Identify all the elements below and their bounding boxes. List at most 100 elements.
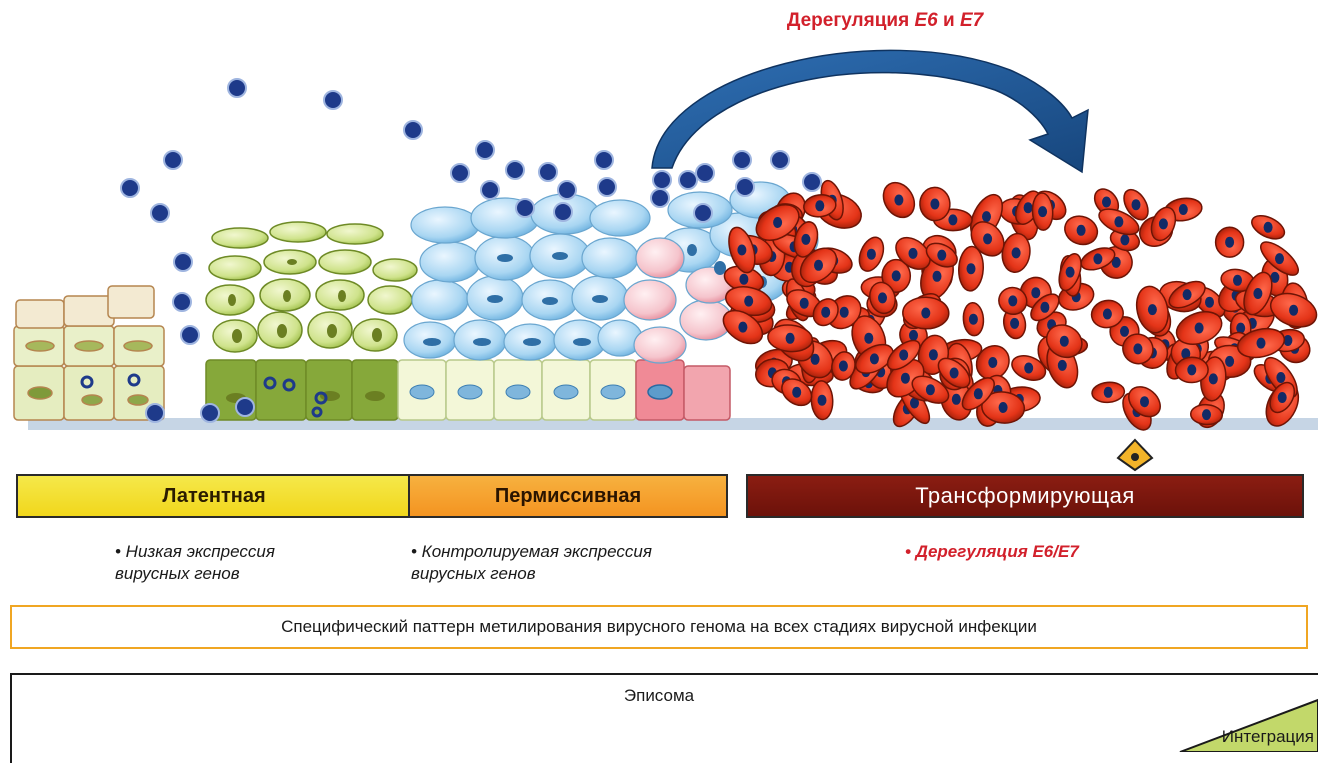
virion: [173, 293, 191, 311]
virion: [651, 189, 669, 207]
red-cell-nucleus: [1225, 237, 1234, 248]
deregulation-title: Дерегуляция E6 и E7: [700, 10, 1070, 32]
red-cell-nucleus: [1031, 287, 1040, 298]
red-cell-nucleus: [786, 333, 795, 344]
virion: [595, 151, 613, 169]
virion: [181, 326, 199, 344]
red-cell-nucleus: [974, 388, 983, 399]
red-cell-nucleus: [773, 217, 782, 228]
red-cell-nucleus: [952, 394, 961, 405]
red-cell-nucleus: [1225, 356, 1234, 367]
stage-latent: Латентная: [16, 474, 410, 518]
red-cell-nucleus: [792, 387, 801, 398]
virion: [164, 151, 182, 169]
virion: [679, 171, 697, 189]
virion: [696, 164, 714, 182]
red-cell-nucleus: [909, 330, 918, 341]
red-cell-nucleus: [818, 395, 827, 406]
red-cell-nucleus: [737, 245, 746, 256]
stage-latent-label: Латентная: [162, 485, 265, 508]
virion: [151, 204, 169, 222]
red-cell-nucleus: [1010, 318, 1019, 329]
red-cell-nucleus: [1195, 323, 1204, 334]
red-cell-nucleus: [983, 233, 992, 244]
red-cell-nucleus: [930, 199, 939, 210]
virion: [476, 141, 494, 159]
red-cell-nucleus: [926, 384, 935, 395]
virion: [121, 179, 139, 197]
virion: [653, 171, 671, 189]
virion: [694, 204, 712, 222]
virion: [506, 161, 524, 179]
red-cell-nucleus: [901, 373, 910, 384]
latent-infected-cells: [206, 222, 417, 420]
red-cell-nucleus: [1276, 372, 1285, 383]
red-cell-nucleus: [1205, 297, 1214, 308]
virion: [554, 203, 572, 221]
invasion-marker: [1118, 440, 1152, 470]
red-cell-nucleus: [1066, 267, 1075, 278]
red-cell-nucleus: [739, 274, 748, 285]
note-transforming: • Дерегуляция E6/E7: [905, 541, 1205, 563]
red-cell-nucleus: [870, 353, 879, 364]
red-cell-nucleus: [1202, 409, 1211, 420]
red-cell-nucleus: [815, 200, 824, 211]
red-cell-nucleus: [878, 292, 887, 303]
red-cell-nucleus: [839, 361, 848, 372]
note-permissive-line1: • Контролируемая экспрессия: [411, 541, 731, 563]
note-latent-line1: • Низкая экспрессия: [115, 541, 375, 563]
note-permissive-line2: вирусных генов: [411, 563, 731, 585]
red-cell-nucleus: [1058, 360, 1067, 371]
red-cell-nucleus: [1132, 199, 1141, 210]
permissive-basal-cells: [398, 360, 730, 420]
methylation-box: Специфический паттерн метилирования виру…: [10, 605, 1308, 649]
red-cell-nucleus: [969, 314, 978, 325]
red-cell-nucleus: [800, 298, 809, 309]
red-cell-nucleus: [1264, 222, 1273, 233]
red-cell-nucleus: [1289, 305, 1298, 316]
stage-permissive-label: Пермиссивная: [495, 485, 641, 508]
red-cell-nucleus: [1253, 288, 1262, 299]
red-cell-nucleus: [982, 211, 991, 222]
red-cell-nucleus: [1179, 204, 1188, 215]
red-cell-nucleus: [1077, 225, 1086, 236]
red-cell-nucleus: [738, 322, 747, 333]
red-cell-nucleus: [909, 248, 918, 259]
red-cell-nucleus: [892, 270, 901, 281]
red-cell-nucleus: [1183, 289, 1192, 300]
red-cell-nucleus: [1024, 202, 1033, 213]
red-cell-nucleus: [948, 214, 957, 225]
red-cell-nucleus: [1012, 247, 1021, 258]
red-cell-nucleus: [1120, 326, 1129, 337]
red-cell-nucleus: [1148, 304, 1157, 315]
red-cell-nucleus: [821, 307, 830, 318]
red-cell-nucleus: [1093, 253, 1102, 264]
red-cell-nucleus: [1233, 275, 1242, 286]
transforming-cell-mass: [717, 177, 1318, 435]
red-cell-nucleus: [840, 307, 849, 318]
virion: [404, 121, 422, 139]
red-cell-nucleus: [929, 349, 938, 360]
red-cell-nucleus: [1187, 364, 1196, 375]
virion: [228, 79, 246, 97]
red-cell-nucleus: [1120, 234, 1129, 245]
red-cell-nucleus: [988, 357, 997, 368]
red-cell-nucleus: [899, 350, 908, 361]
virion: [324, 91, 342, 109]
virion: [481, 181, 499, 199]
red-cell-nucleus: [967, 263, 976, 274]
stage-permissive: Пермиссивная: [408, 474, 728, 518]
red-cell-nucleus: [1024, 363, 1033, 374]
red-cell-nucleus: [1257, 338, 1266, 349]
red-cell-nucleus: [1008, 295, 1017, 306]
red-cell-nucleus: [1114, 216, 1123, 227]
virion: [174, 253, 192, 271]
virion: [451, 164, 469, 182]
red-cell-nucleus: [999, 402, 1008, 413]
red-cell-nucleus: [1159, 218, 1168, 229]
virion: [803, 173, 821, 191]
virion: [733, 151, 751, 169]
stage-transforming-label: Трансформирующая: [915, 483, 1135, 509]
red-cell-nucleus: [864, 333, 873, 344]
deregulation-arrow: [652, 50, 1088, 172]
